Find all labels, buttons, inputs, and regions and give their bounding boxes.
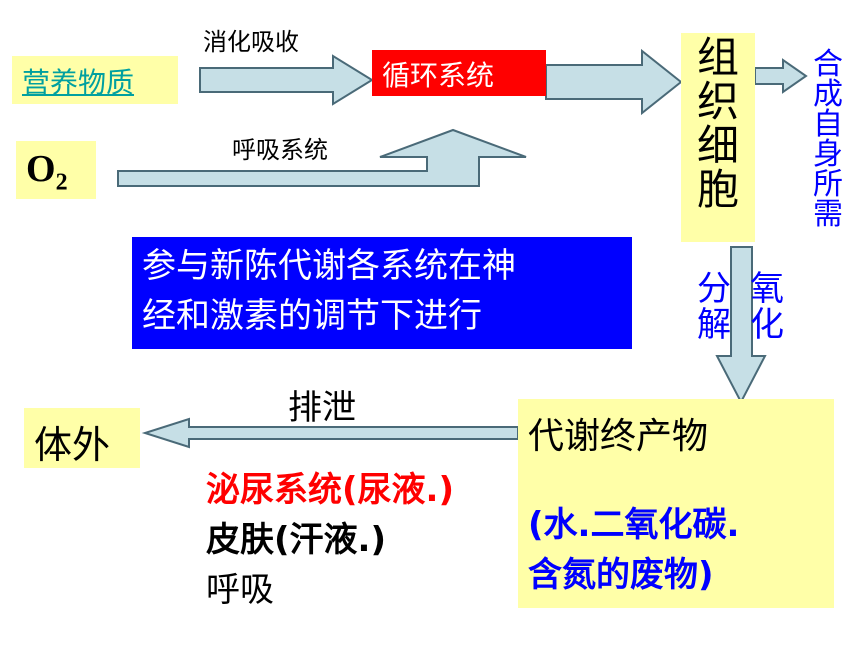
regulation-box: 参与新陈代谢各系统在神 经和激素的调节下进行 bbox=[132, 237, 632, 349]
outside-box: 体外 bbox=[24, 408, 140, 468]
end-products-detail-1: (水.二氧化碳. bbox=[528, 505, 740, 545]
regulation-line-1: 参与新陈代谢各系统在神 bbox=[142, 246, 516, 286]
oxidation-arrow bbox=[715, 246, 767, 405]
end-products-box: 代谢终产物 (水.二氧化碳. 含氮的废物) bbox=[518, 399, 834, 608]
tissue-cells-box: 组 织 细 胞 bbox=[681, 33, 755, 242]
regulation-line-2: 经和激素的调节下进行 bbox=[142, 296, 482, 336]
synthesize-char: 所 bbox=[813, 167, 843, 202]
tissue-char: 胞 bbox=[696, 165, 739, 215]
digestion-arrow bbox=[199, 54, 374, 106]
oxygen-label: O2 bbox=[26, 148, 68, 196]
outside-label: 体外 bbox=[34, 423, 111, 467]
nutrients-box: 营养物质 bbox=[12, 56, 178, 104]
circulation-to-tissue-arrow bbox=[545, 48, 683, 116]
decompose-label: 分 解 bbox=[697, 269, 731, 345]
oxygen-box: O2 bbox=[16, 141, 96, 199]
digestion-label: 消化吸收 bbox=[203, 28, 299, 56]
synthesis-arrow bbox=[754, 58, 808, 94]
skin-label: 皮肤(汗液.) bbox=[206, 520, 386, 560]
nutrients-link[interactable]: 营养物质 bbox=[22, 66, 135, 99]
end-products-title: 代谢终产物 bbox=[528, 416, 709, 457]
oxygen-arrow bbox=[117, 128, 527, 187]
synthesize-label: 合 成 自 身 所 需 bbox=[810, 50, 846, 230]
end-products-detail-2: 含氮的废物) bbox=[528, 555, 714, 595]
synthesize-char: 自 bbox=[813, 107, 843, 142]
tissue-char: 织 bbox=[696, 77, 739, 127]
synthesize-char: 身 bbox=[813, 137, 843, 172]
circulation-box: 循环系统 bbox=[372, 50, 546, 96]
excretion-arrow bbox=[141, 417, 519, 449]
synthesize-char: 成 bbox=[813, 77, 843, 112]
oxidize-label: 氧 化 bbox=[750, 269, 784, 345]
synthesize-char: 需 bbox=[813, 197, 843, 232]
tissue-char: 细 bbox=[696, 121, 739, 171]
excretion-label: 排泄 bbox=[288, 388, 356, 428]
tissue-char: 组 bbox=[696, 33, 739, 82]
respiration-label: 呼吸系统 bbox=[232, 136, 328, 164]
synthesize-char: 合 bbox=[813, 47, 843, 82]
circulation-label: 循环系统 bbox=[382, 59, 495, 92]
breath-label: 呼吸 bbox=[206, 570, 274, 610]
urinary-system-label: 泌尿系统(尿液.) bbox=[206, 470, 454, 510]
